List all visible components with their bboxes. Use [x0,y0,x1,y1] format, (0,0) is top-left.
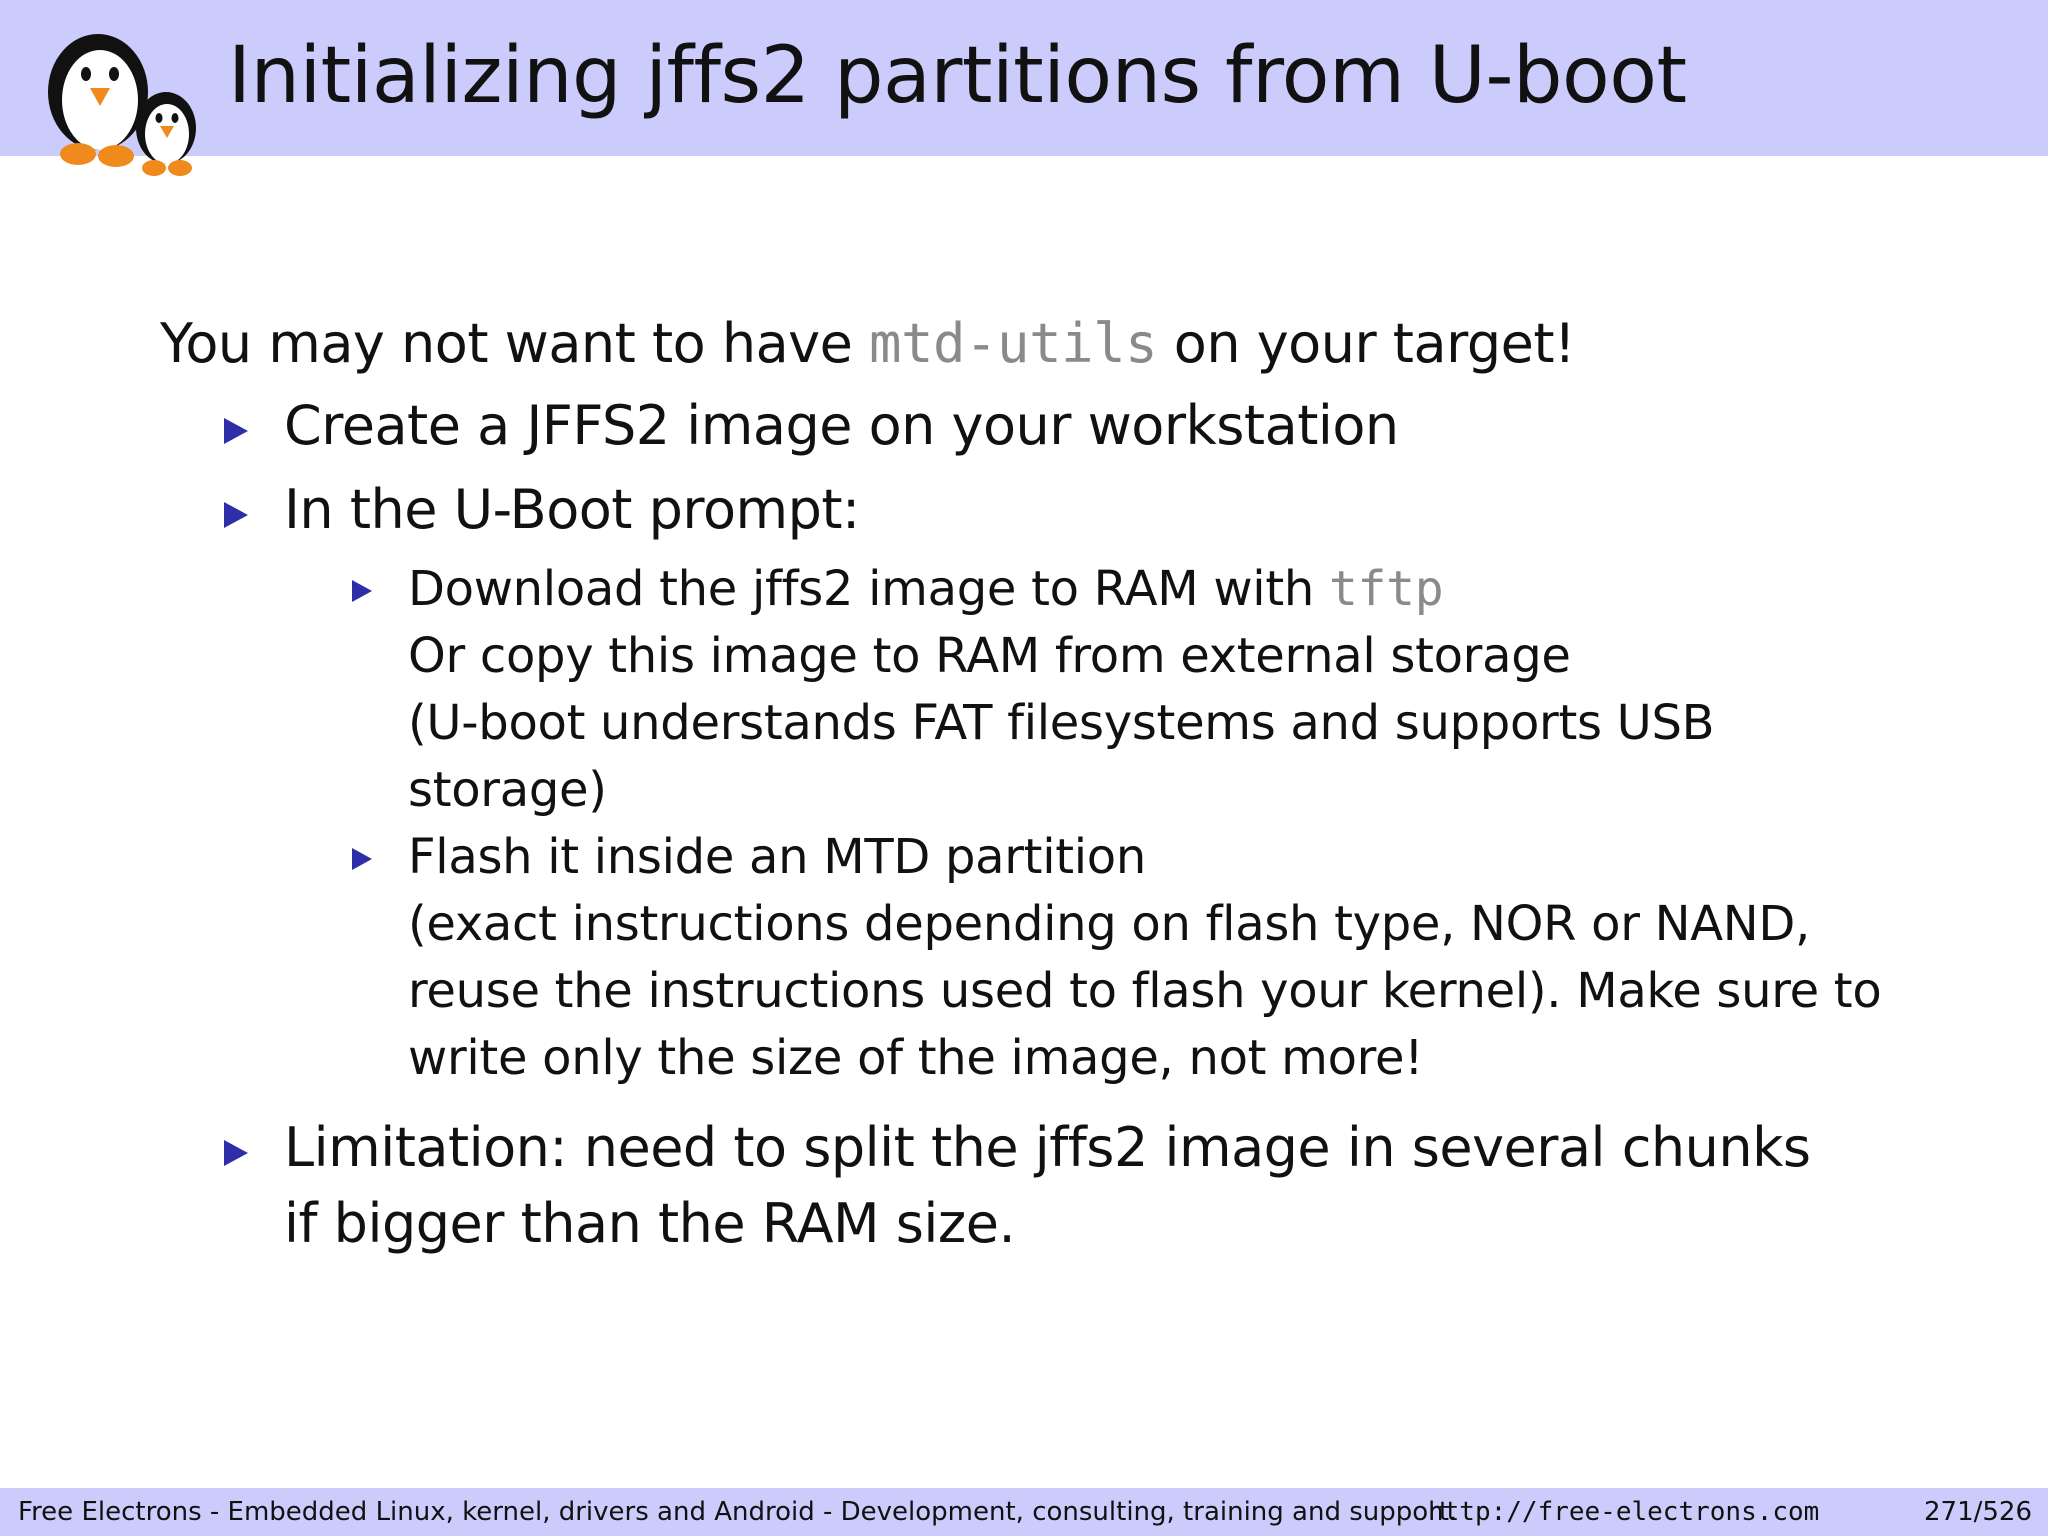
intro-code: mtd-utils [869,312,1158,375]
page-title: Initializing jffs2 partitions from U-boo… [228,31,1687,121]
slide-content: You may not want to have mtd-utils on yo… [160,300,1960,1262]
subbullet-line: storage) [408,762,607,818]
bullet-create-image: Create a JFFS2 image on your workstation [160,388,1960,464]
intro-line: You may not want to have mtd-utils on yo… [160,300,1960,388]
subbullet-line: Or copy this image to RAM from external … [408,628,1571,684]
footer-bar: Free Electrons - Embedded Linux, kernel,… [0,1488,2048,1536]
subbullet-triangle-icon [352,580,372,602]
bullet-uboot-prompt: In the U-Boot prompt: [160,472,1960,548]
bullet-limitation: Limitation: need to split the jffs2 imag… [160,1110,1960,1262]
subbullet-line: Download the jffs2 image to RAM with tft… [408,556,1960,623]
bullet-triangle-icon [224,502,248,528]
subbullet-line: write only the size of the image, not mo… [408,1030,1424,1086]
subbullet-line: reuse the instructions used to flash you… [408,963,1882,1019]
bullet-text: if bigger than the RAM size. [284,1192,1016,1255]
subbullet-line: (exact instructions depending on flash t… [408,896,1810,952]
intro-text-before: You may not want to have [160,312,870,375]
footer-text: Free Electrons - Embedded Linux, kernel,… [18,1497,1458,1527]
bullet-triangle-icon [224,418,248,444]
subbullet-line: Flash it inside an MTD partition [408,829,1146,885]
bullet-text: In the U-Boot prompt: [284,478,860,541]
intro-text-after: on your target! [1157,312,1576,375]
bullet-text: Limitation: need to split the jffs2 imag… [284,1116,1811,1179]
subbullet-flash: Flash it inside an MTD partition (exact … [160,824,1960,1092]
subbullet-text: Download the jffs2 image to RAM with [408,561,1329,617]
page-number: 271/526 [1923,1497,2032,1527]
bullet-triangle-icon [224,1140,248,1166]
subbullet-download: Download the jffs2 image to RAM with tft… [160,556,1960,824]
header-band [0,0,2048,156]
footer-url-link[interactable]: http://free-electrons.com [1428,1497,1820,1527]
penguins-logo-icon [48,34,196,176]
subbullet-code: tftp [1328,561,1444,617]
subbullet-triangle-icon [352,848,372,870]
subbullet-line: (U-boot understands FAT filesystems and … [408,695,1715,751]
bullet-text: Create a JFFS2 image on your workstation [284,394,1399,457]
